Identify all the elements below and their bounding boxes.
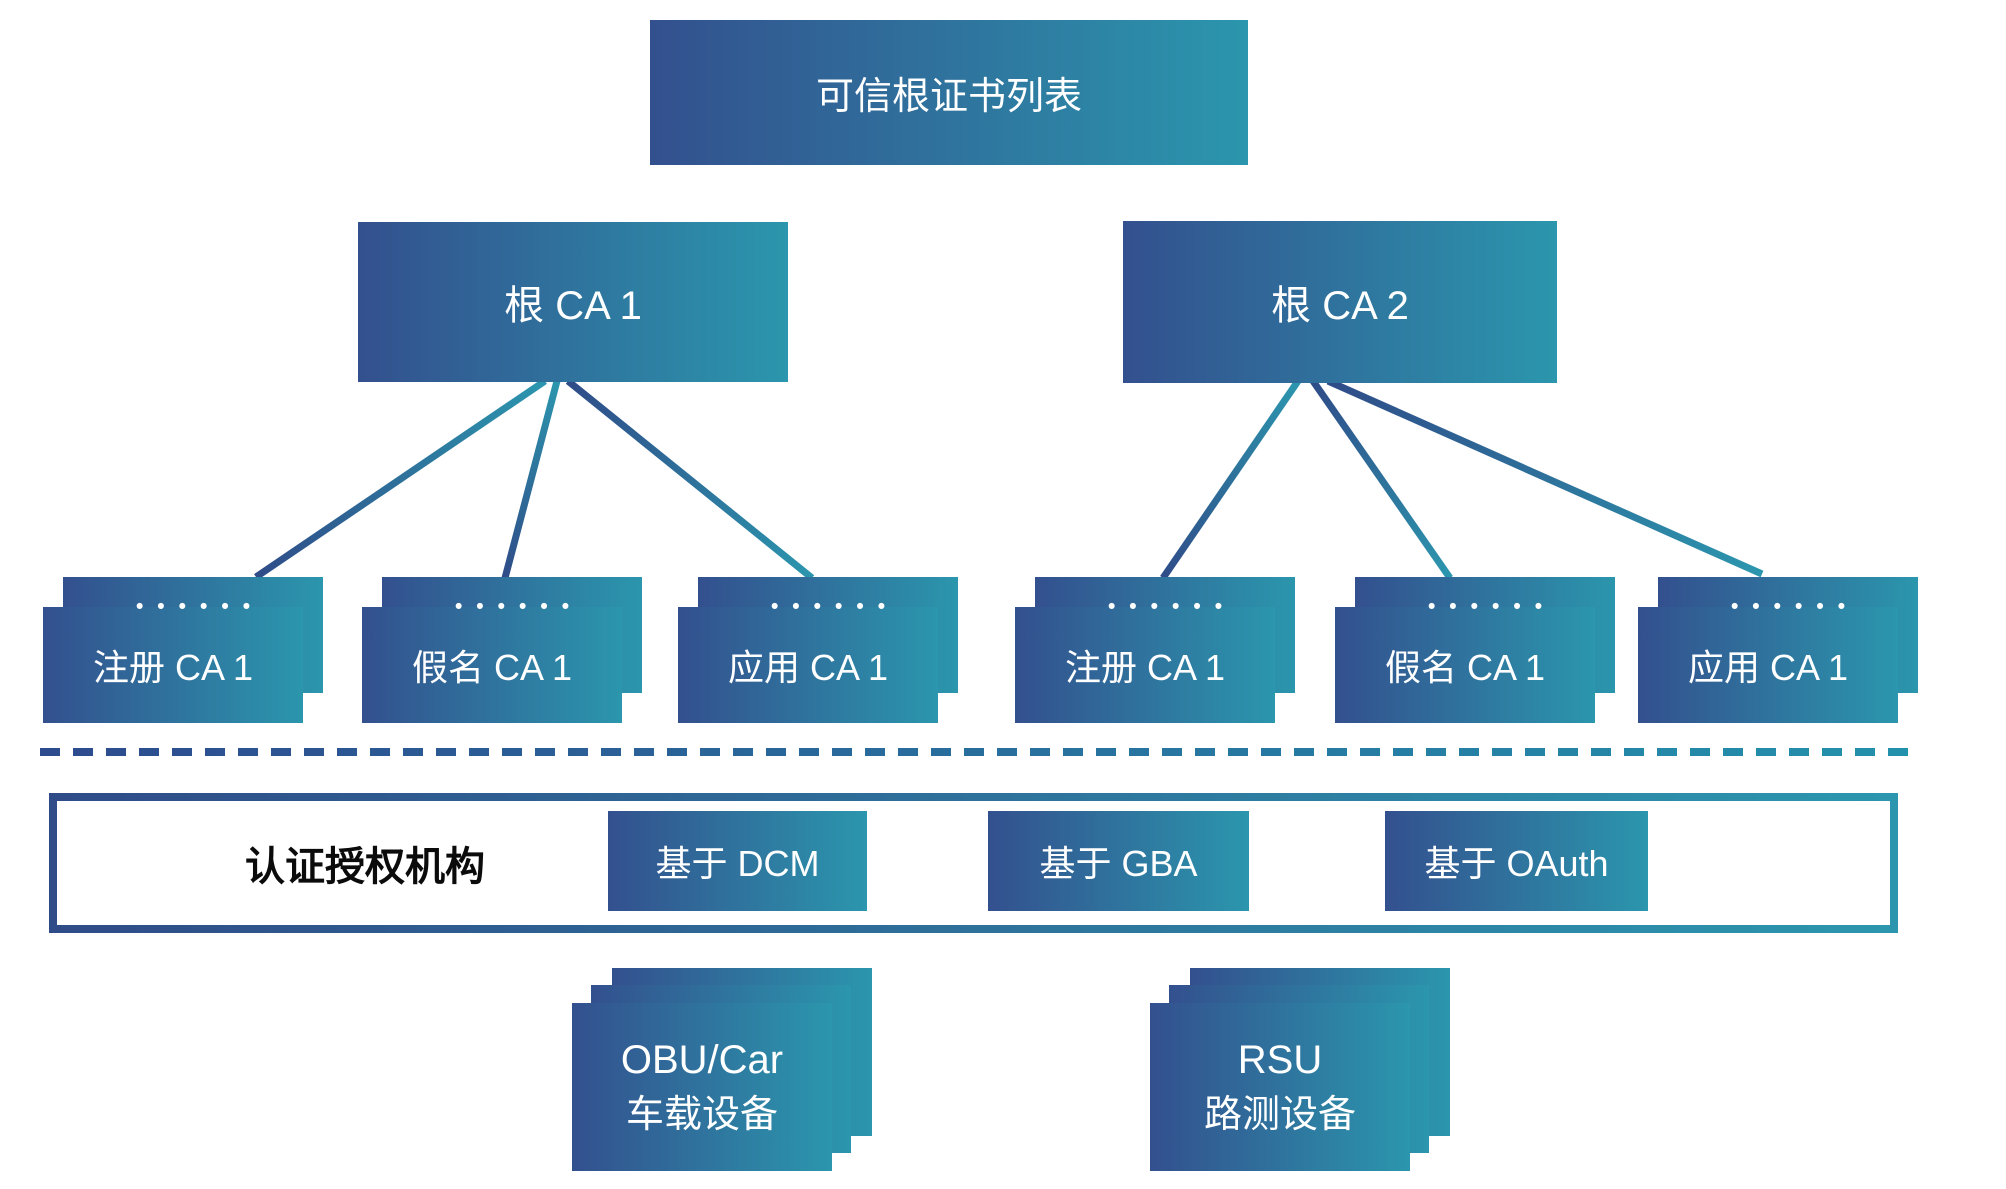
sub-ca-box: 注册 CA 1 xyxy=(1015,607,1275,723)
sub-ca-label: 注册 CA 1 xyxy=(1064,647,1226,688)
device-stack-rsu: RSU 路测设备 xyxy=(1150,968,1450,1171)
sub-ca-group-registration-1-right: •••••• 注册 CA 1 xyxy=(1015,577,1295,723)
method-gba-label: 基于 GBA xyxy=(1039,843,1198,884)
sub-ca-label: 假名 CA 1 xyxy=(411,647,573,688)
sub-ca-group-application-1-right: •••••• 应用 CA 1 xyxy=(1638,577,1918,723)
root-ca-1-label: 根 CA 1 xyxy=(504,284,642,328)
root-ca-2-label: 根 CA 2 xyxy=(1271,284,1409,328)
sub-ca-group-pseudonym-1-left: •••••• 假名 CA 1 xyxy=(362,577,642,723)
auth-authority-title: 认证授权机构 xyxy=(245,845,485,889)
ellipsis-dots: •••••• xyxy=(135,595,265,618)
sub-ca-group-pseudonym-1-right: •••••• 假名 CA 1 xyxy=(1335,577,1615,723)
ellipsis-dots: •••••• xyxy=(1107,595,1237,618)
device-box-rsu: RSU 路测设备 xyxy=(1150,1003,1410,1171)
sub-ca-label: 注册 CA 1 xyxy=(92,647,254,688)
ellipsis-dots: •••••• xyxy=(770,595,900,618)
method-box-dcm: 基于 DCM xyxy=(608,811,867,911)
sub-ca-label: 应用 CA 1 xyxy=(727,647,889,688)
trusted-root-list-box: 可信根证书列表 xyxy=(650,20,1248,165)
rsu-line1: RSU xyxy=(1237,1038,1323,1082)
ellipsis-dots: •••••• xyxy=(1427,595,1557,618)
method-box-gba: 基于 GBA xyxy=(988,811,1249,911)
method-dcm-label: 基于 DCM xyxy=(655,843,820,884)
sub-ca-box: 应用 CA 1 xyxy=(678,607,938,723)
sub-ca-box: 应用 CA 1 xyxy=(1638,607,1898,723)
sub-ca-group-application-1-left: •••••• 应用 CA 1 xyxy=(678,577,958,723)
ellipsis-dots: •••••• xyxy=(1730,595,1860,618)
method-box-oauth: 基于 OAuth xyxy=(1385,811,1648,911)
sub-ca-label: 应用 CA 1 xyxy=(1687,647,1849,688)
device-box-obu: OBU/Car 车载设备 xyxy=(572,1003,832,1171)
obu-line2: 车载设备 xyxy=(625,1094,778,1136)
device-stack-obu: OBU/Car 车载设备 xyxy=(572,968,872,1171)
sub-ca-box: 注册 CA 1 xyxy=(43,607,303,723)
trusted-root-list-label: 可信根证书列表 xyxy=(815,76,1082,118)
sub-ca-box: 假名 CA 1 xyxy=(362,607,622,723)
root-ca-1-box: 根 CA 1 xyxy=(358,222,788,382)
obu-line1: OBU/Car xyxy=(620,1038,784,1082)
method-oauth-label: 基于 OAuth xyxy=(1424,843,1609,884)
ellipsis-dots: •••••• xyxy=(454,595,584,618)
root-ca-2-box: 根 CA 2 xyxy=(1123,221,1557,383)
sub-ca-box: 假名 CA 1 xyxy=(1335,607,1595,723)
sub-ca-label: 假名 CA 1 xyxy=(1384,647,1546,688)
rsu-line2: 路测设备 xyxy=(1203,1094,1356,1136)
sub-ca-group-registration-1-left: •••••• 注册 CA 1 xyxy=(43,577,323,723)
